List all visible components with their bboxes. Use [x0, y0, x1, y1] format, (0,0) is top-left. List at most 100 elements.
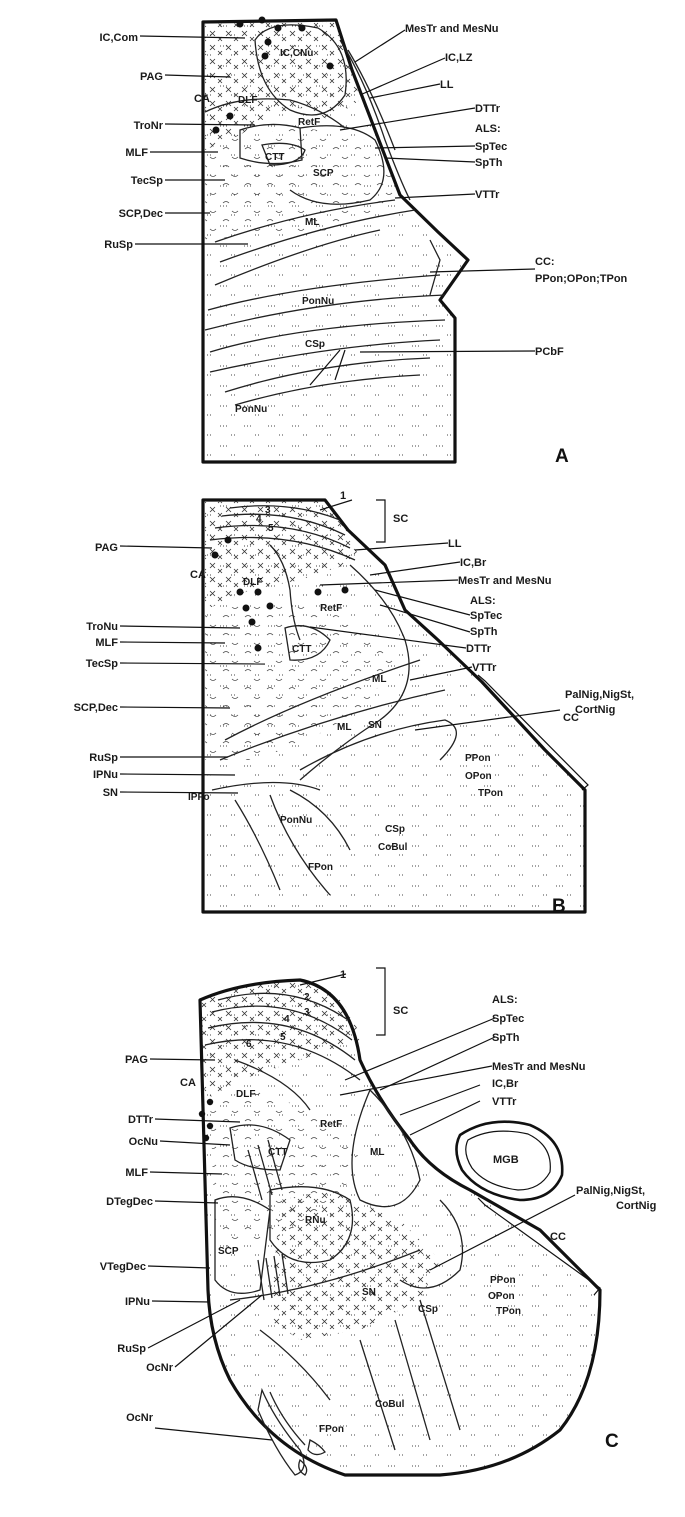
label-inside: DLF [243, 577, 262, 588]
label-right: VTTr [492, 1096, 517, 1108]
label-inside: TPon [496, 1306, 521, 1317]
label-inside: PPon [490, 1275, 516, 1286]
label-right: PalNig,NigSt, [565, 689, 634, 701]
label-left: IPNu [93, 769, 118, 781]
label-inside: FPon [308, 862, 333, 873]
label-inside: RetF [320, 1119, 342, 1130]
label-left: VTegDec [100, 1261, 146, 1273]
label-inside: CoBul [375, 1399, 405, 1410]
label-inside: PonNu [280, 815, 312, 826]
label-left: PAG [140, 71, 163, 83]
label-left: MLF [125, 147, 148, 159]
label-left: IPNu [125, 1296, 150, 1308]
label-inside: 4 [284, 1014, 290, 1025]
label-left: RuSp [89, 752, 118, 764]
label-right: SpTh [492, 1032, 520, 1044]
label-inside: SCP [313, 168, 334, 179]
label-left: SN [103, 787, 118, 799]
label-inside: PonNu [302, 296, 334, 307]
label-inside: CSp [418, 1304, 438, 1315]
label-inside: 3 [304, 1007, 310, 1018]
label-left: PAG [125, 1054, 148, 1066]
label-right: SpTh [470, 626, 498, 638]
label-inside: IC,CNu [280, 48, 313, 59]
label-inside: ML [337, 722, 351, 733]
label-left: MLF [125, 1167, 148, 1179]
label-right: SpTec [470, 610, 502, 622]
label-left: CA [190, 569, 206, 581]
label-left: RuSp [117, 1343, 146, 1355]
label-inside: 5 [268, 523, 274, 534]
label-inside: SN [368, 720, 382, 731]
panel-letter-a: A [555, 446, 569, 467]
label-inside: OPon [488, 1291, 515, 1302]
panel-b [119, 498, 589, 914]
label-left: SCP,Dec [74, 702, 118, 714]
label-right: 1 [340, 490, 346, 502]
label-right: PalNig,NigSt, [576, 1185, 645, 1197]
label-inside: 5 [280, 1032, 286, 1043]
label-right: CortNig [575, 704, 615, 716]
label-inside: 3 [265, 505, 271, 516]
panel-c [147, 967, 602, 1477]
panel-a [135, 16, 536, 464]
label-left: TroNr [134, 120, 164, 132]
label-right: MesTr and MesNu [458, 575, 552, 587]
label-right: PPon;OPon;TPon [535, 273, 628, 285]
label-right: SpTh [475, 157, 503, 169]
label-inside: RetF [320, 603, 342, 614]
label-right: CC [563, 712, 579, 724]
label-right: MesTr and MesNu [492, 1061, 586, 1073]
label-left: CA [180, 1077, 196, 1089]
label-right: VTTr [475, 189, 500, 201]
label-inside: CoBul [378, 842, 408, 853]
label-inside: CTT [265, 152, 284, 163]
label-inside: 6 [246, 1039, 252, 1050]
label-left: DTegDec [106, 1196, 153, 1208]
label-right: DTTr [475, 103, 501, 115]
label-inside: ML [305, 217, 319, 228]
label-right: IC,Br [460, 557, 487, 569]
label-right: CC: [535, 256, 555, 268]
label-right: IC,Br [492, 1078, 519, 1090]
label-right: IC,LZ [445, 52, 473, 64]
label-right: ALS: [470, 595, 496, 607]
label-left: TroNu [86, 621, 118, 633]
label-right: SpTec [475, 141, 507, 153]
label-right: SC [393, 513, 408, 525]
label-inside: DLF [236, 1089, 255, 1100]
label-left: OcNr [126, 1412, 154, 1424]
label-left: OcNr [146, 1362, 174, 1374]
label-left: IC,Com [100, 32, 139, 44]
label-right: SpTec [492, 1013, 524, 1025]
label-left: MLF [95, 637, 118, 649]
label-right: MesTr and MesNu [405, 23, 499, 35]
label-left: DTTr [128, 1114, 154, 1126]
label-inside: RetF [298, 117, 320, 128]
label-right: LL [440, 79, 454, 91]
label-inside: IPFo [188, 792, 210, 803]
label-inside: SN [362, 1287, 376, 1298]
label-inside: TPon [478, 788, 503, 799]
label-inside: 4 [256, 514, 262, 525]
label-left: RuSp [104, 239, 133, 251]
label-right: VTTr [472, 662, 497, 674]
label-inside: CTT [292, 644, 311, 655]
label-inside: OPon [465, 771, 492, 782]
label-inside: ML [372, 674, 386, 685]
label-left: PAG [95, 542, 118, 554]
label-inside: CSp [305, 339, 325, 350]
label-right: LL [448, 538, 462, 550]
label-left: SCP,Dec [119, 208, 163, 220]
label-inside: PonNu [235, 404, 267, 415]
label-right: CortNig [616, 1200, 656, 1212]
label-layer: AIC,ComPAGCATroNrMLFTecSpSCP,DecRuSpMesT… [74, 23, 657, 1452]
label-right: SC [393, 1005, 408, 1017]
label-left: OcNu [129, 1136, 158, 1148]
label-left: TecSp [131, 175, 163, 187]
label-left: CA [194, 93, 210, 105]
label-right: ALS: [475, 123, 501, 135]
label-right: PCbF [535, 346, 564, 358]
